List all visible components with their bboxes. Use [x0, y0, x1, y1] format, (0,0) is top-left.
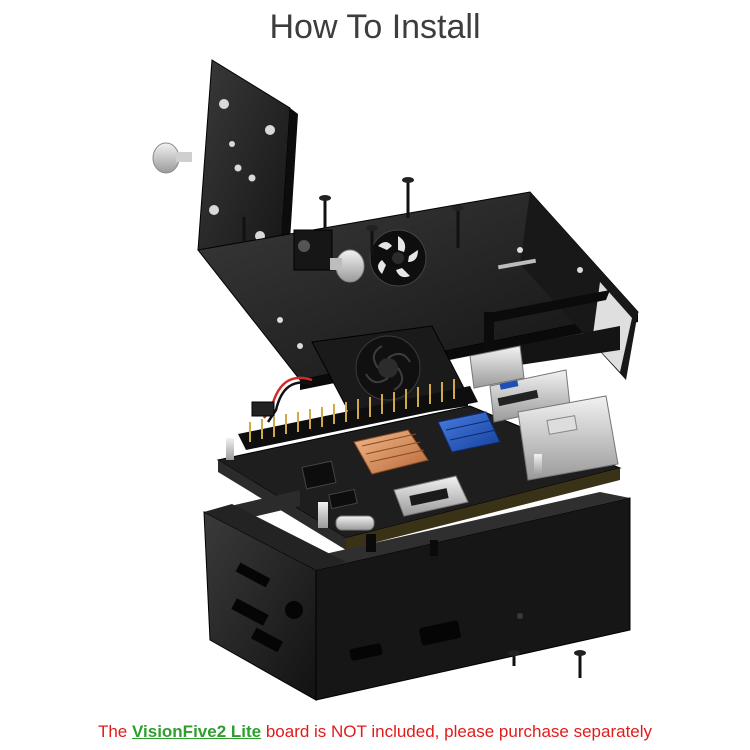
disclaimer-note: The VisionFive2 Lite board is NOT includ… — [0, 722, 750, 742]
note-suffix: board is NOT included, please purchase s… — [261, 722, 653, 741]
single-board-computer — [216, 345, 622, 550]
case-top-lid — [197, 59, 639, 390]
bottom-screws — [508, 650, 586, 678]
thumb-screw-right — [330, 249, 365, 283]
ethernet-port — [517, 395, 619, 481]
case-bottom — [203, 490, 631, 701]
mounting-screws — [242, 182, 460, 256]
page-title: How To Install — [269, 8, 481, 46]
board-name-link[interactable]: VisionFive2 Lite — [131, 722, 262, 741]
blue-heatsink — [437, 411, 501, 453]
copper-heatsink — [353, 429, 429, 475]
usb-c-port — [335, 515, 375, 531]
exploded-case-illustration — [152, 59, 639, 701]
hdmi-port — [393, 475, 469, 517]
gpio-header — [238, 379, 478, 450]
note-prefix: The — [97, 722, 132, 741]
thumb-screw-left — [152, 142, 192, 174]
